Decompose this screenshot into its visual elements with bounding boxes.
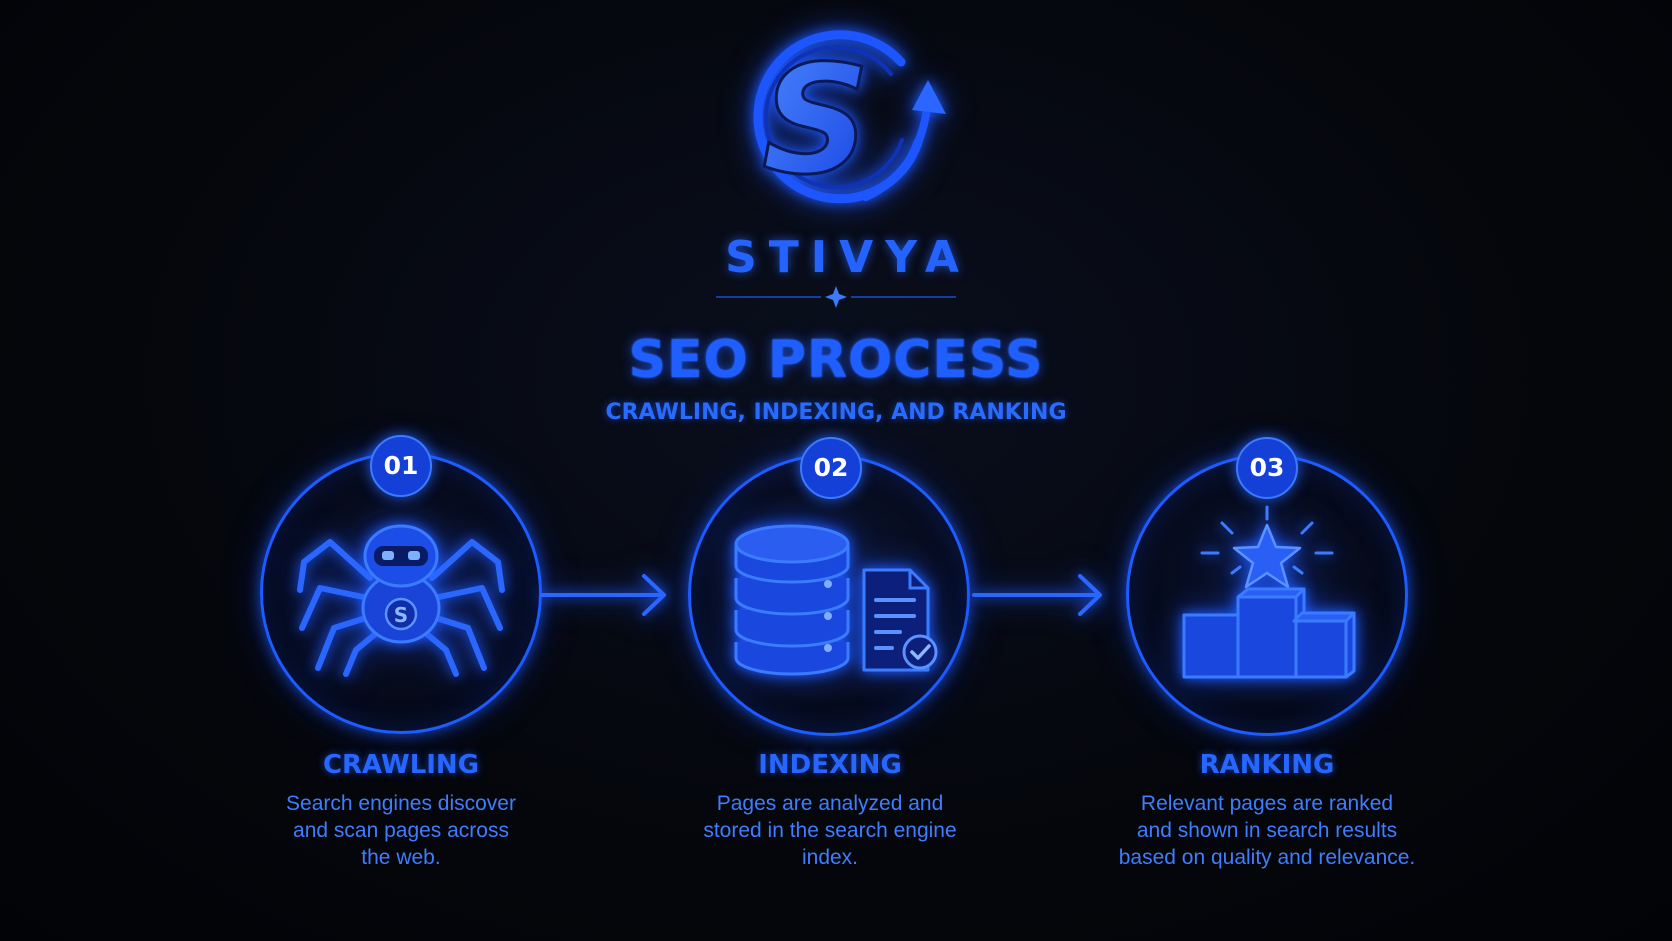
sparkle-icon: [825, 286, 847, 308]
step-3-number-badge: 03: [1236, 437, 1298, 499]
step-3-description: Relevant pages are ranked and shown in s…: [1118, 792, 1416, 869]
arrow-right-icon: [972, 574, 1102, 616]
page-subtitle: CRAWLING, INDEXING, AND RANKING: [605, 400, 1067, 425]
brand-divider: [716, 286, 956, 308]
step-2-label: INDEXING: [758, 750, 902, 780]
brand-name: STIVYA: [725, 232, 971, 283]
step-3-label: RANKING: [1199, 750, 1335, 780]
stivya-logo: S: [753, 30, 946, 210]
step-2-description: Pages are analyzed and stored in the sea…: [703, 792, 957, 869]
step-2-number-badge: 02: [800, 437, 862, 499]
svg-text:S: S: [394, 603, 408, 627]
spider-robot-icon: S: [297, 524, 505, 677]
step-1-description: Search engines discover and scan pages a…: [286, 792, 516, 869]
database-document-icon: [734, 524, 938, 676]
step-1-label: CRAWLING: [322, 750, 480, 780]
step-1-number-badge: 01: [370, 435, 432, 497]
star-podium-icon: [1182, 505, 1356, 679]
page-title: SEO PROCESS: [628, 330, 1044, 390]
arrow-right-icon: [540, 574, 666, 616]
logo-letter: S: [762, 34, 870, 208]
